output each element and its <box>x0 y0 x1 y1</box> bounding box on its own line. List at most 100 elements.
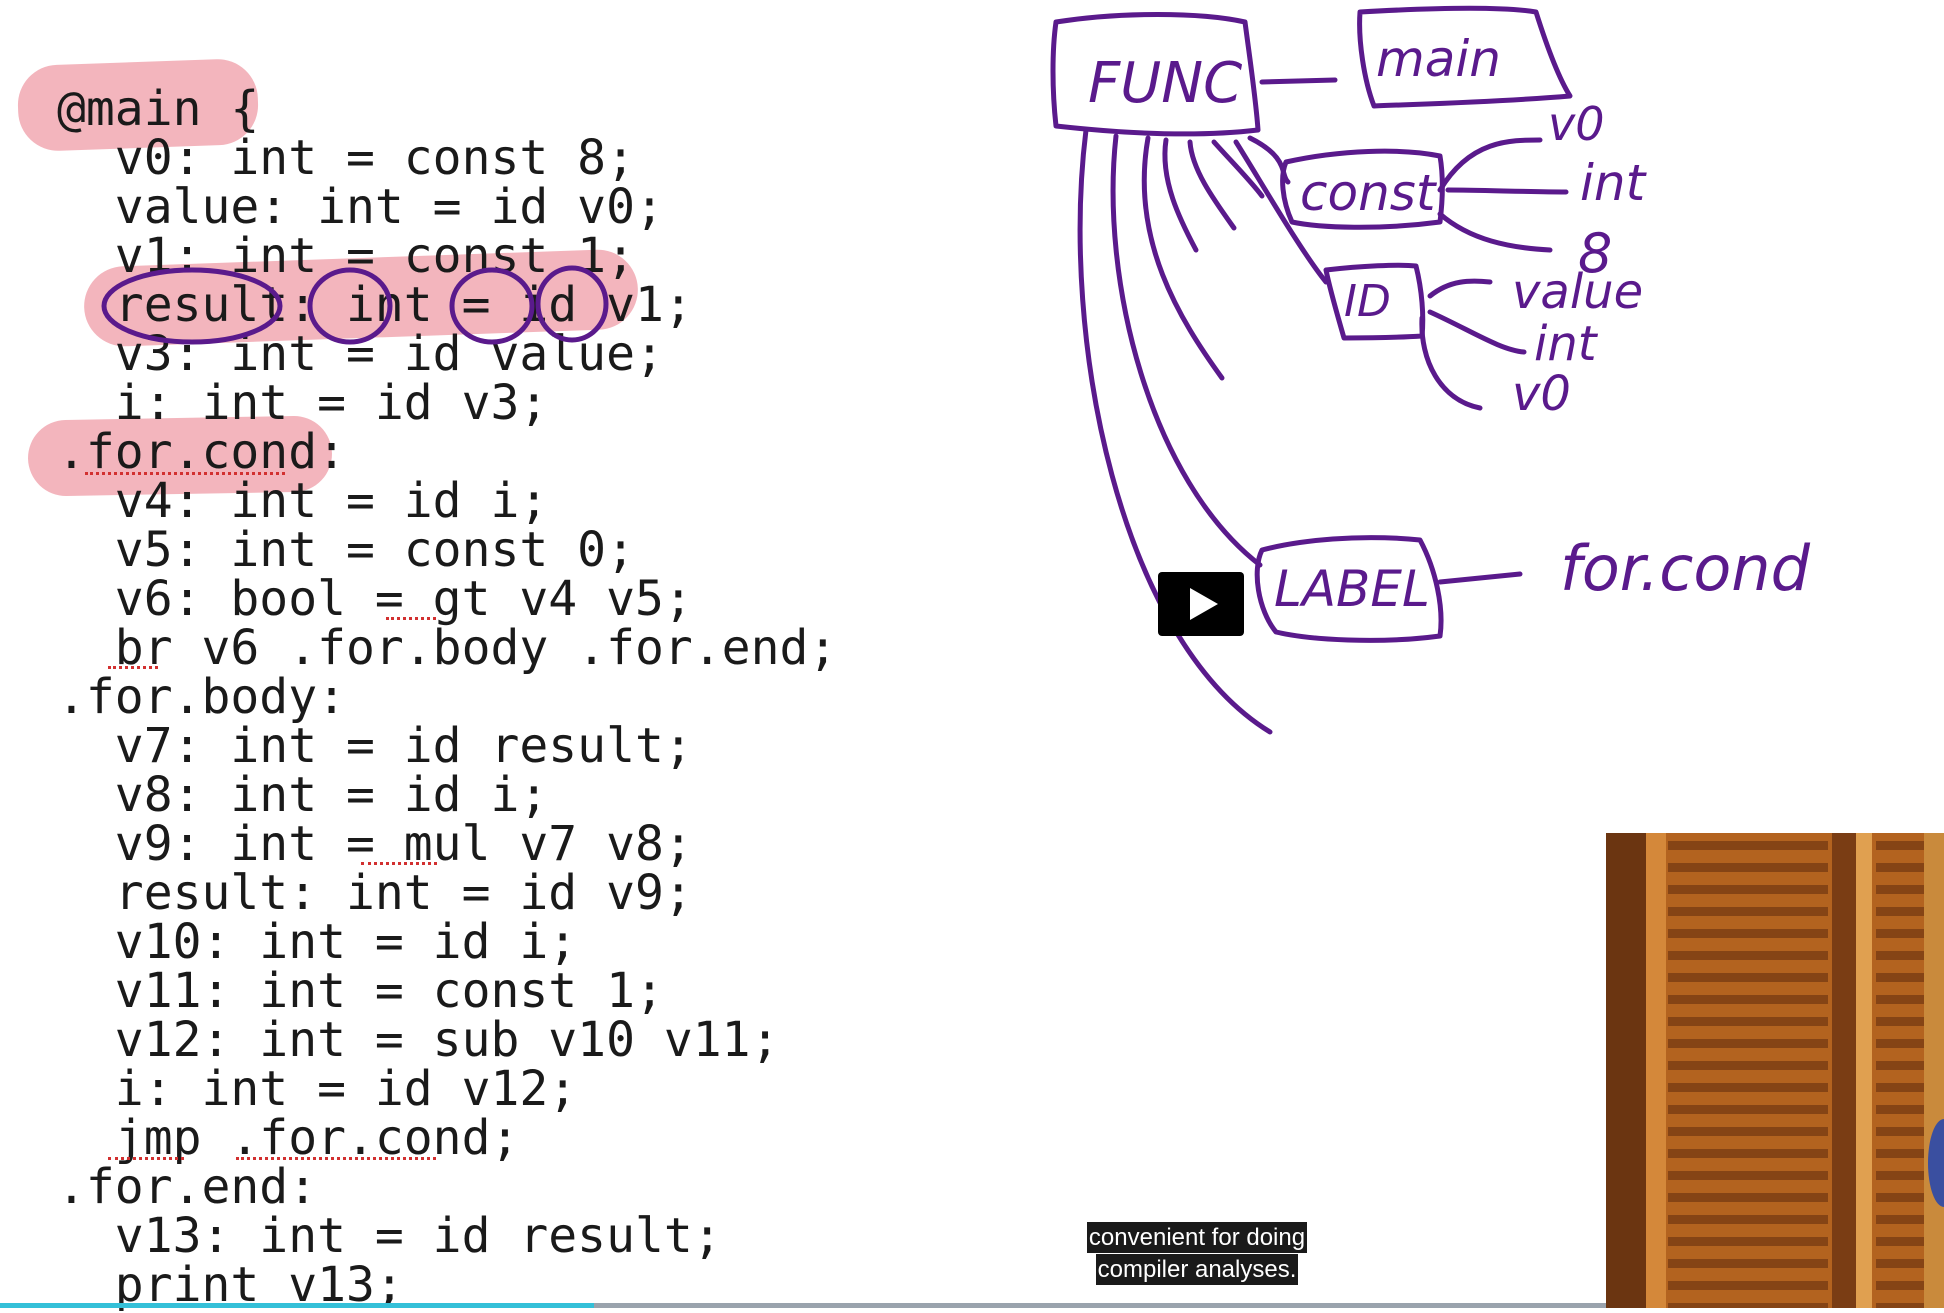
person-sleeve <box>1928 1119 1944 1207</box>
shutter-slat <box>1876 1281 1924 1290</box>
const-child: v0 <box>1548 97 1605 151</box>
code-line: v8: int = id i; <box>57 767 549 823</box>
code-line: v6: bool = gt v4 v5; <box>57 571 693 627</box>
ink-branch <box>1077 127 1273 735</box>
shutter-slat <box>1876 1105 1924 1114</box>
shutter-slat <box>1668 973 1828 982</box>
code-line: jmp .for.cond; <box>57 1110 520 1166</box>
webcam-scene <box>1606 833 1944 1308</box>
shutter-slats <box>1668 841 1924 1308</box>
id-label: ID <box>1344 276 1391 327</box>
code-line: v5: int = const 0; <box>57 522 635 578</box>
shutter-slat <box>1876 1083 1924 1092</box>
shutter-slat <box>1876 1259 1924 1268</box>
const-label: const <box>1300 164 1438 222</box>
ink-circle <box>101 267 283 345</box>
spellcheck-squiggle <box>108 1157 184 1160</box>
ink-circle <box>449 267 535 345</box>
shutter-slat <box>1876 1127 1924 1136</box>
shutter-slat <box>1668 1127 1828 1136</box>
code-line: v13: int = id result; <box>57 1208 722 1264</box>
play-icon <box>1190 588 1218 620</box>
spellcheck-squiggle <box>361 862 437 865</box>
code-line: v12: int = sub v10 v11; <box>57 1012 780 1068</box>
shutter-slat <box>1876 1237 1924 1246</box>
shutter-slat <box>1668 1083 1828 1092</box>
shutter-slat <box>1876 885 1924 894</box>
shutter-slat <box>1876 841 1924 850</box>
code-line: v0: int = const 8; <box>57 130 635 186</box>
ink-connector <box>1419 315 1483 411</box>
shutter-slat <box>1876 1171 1924 1180</box>
progress-bar[interactable] <box>0 1303 1606 1308</box>
code-line: value: int = id v0; <box>57 179 664 235</box>
id-child: v0 <box>1512 366 1571 422</box>
ink-connector <box>1247 135 1291 185</box>
shutter-slat <box>1876 973 1924 982</box>
caption-line: convenient for doing <box>1086 1222 1308 1253</box>
code-line: v7: int = id result; <box>57 718 693 774</box>
code-line: i: int = id v12; <box>57 1061 578 1117</box>
shutter-slat <box>1668 885 1828 894</box>
ink-connector <box>1427 309 1527 355</box>
shutter-slat <box>1668 1281 1828 1290</box>
progress-fill <box>0 1303 595 1308</box>
ink-connector <box>1445 187 1569 195</box>
func-label: FUNC <box>1088 51 1242 116</box>
shutter-slat <box>1668 951 1828 960</box>
code-line: i: int = id v3; <box>57 375 549 431</box>
code-line: v9: int = mul v7 v8; <box>57 816 693 872</box>
captions: convenient for doing compiler analyses. <box>1074 1222 1320 1286</box>
code-line: print v13; <box>57 1257 404 1313</box>
shutter-slat <box>1668 1039 1828 1048</box>
shutter-slat <box>1668 995 1828 1004</box>
shutter-slat <box>1876 1017 1924 1026</box>
code-line: v11: int = const 1; <box>57 963 664 1019</box>
ink-branch <box>1233 139 1329 285</box>
ink-connector <box>1259 77 1338 85</box>
code-line: .for.end: <box>57 1159 318 1215</box>
ink-branch <box>1187 139 1237 231</box>
id-child: value <box>1512 264 1643 320</box>
code-line: .for.body: <box>57 669 346 725</box>
ink-branch <box>1110 133 1263 568</box>
shutter-slat <box>1668 1303 1828 1308</box>
shutter-slat <box>1668 1193 1828 1202</box>
shutter-slat <box>1668 1215 1828 1224</box>
ink-branch <box>1141 135 1225 381</box>
main-box <box>1357 5 1573 109</box>
shutter-slat <box>1876 1303 1924 1308</box>
spellcheck-squiggle <box>85 472 285 475</box>
shutter-slat <box>1668 863 1828 872</box>
play-button[interactable] <box>1158 572 1244 636</box>
id-child: int <box>1534 316 1599 372</box>
shutter-slat <box>1876 929 1924 938</box>
code-line: .for.cond: <box>57 424 346 480</box>
shutter-slat <box>1668 1105 1828 1114</box>
webcam-inset <box>1606 833 1944 1308</box>
code-line: br v6 .for.body .for.end; <box>57 620 838 676</box>
shutter-slat <box>1876 1193 1924 1202</box>
shutter-slat <box>1668 1171 1828 1180</box>
ink-connector <box>1437 571 1523 585</box>
ink-branch <box>1162 137 1199 253</box>
const-child: int <box>1580 154 1648 212</box>
spellcheck-squiggle <box>108 666 158 669</box>
shutter-slat <box>1668 907 1828 916</box>
ink-circle <box>307 267 393 345</box>
ink-connector <box>1437 211 1553 253</box>
code-line: result: int = id v9; <box>57 865 693 921</box>
shutter-slat <box>1876 951 1924 960</box>
caption-line: compiler analyses. <box>1095 1254 1299 1285</box>
code-line: v4: int = id i; <box>57 473 549 529</box>
shutter-slat <box>1876 863 1924 872</box>
code-line: @main { <box>57 81 260 137</box>
ink-branch <box>1211 139 1265 199</box>
shutter-slat <box>1876 1039 1924 1048</box>
main-label: main <box>1376 30 1501 88</box>
ink-connector <box>1437 137 1543 193</box>
shutter-slat <box>1668 841 1828 850</box>
ink-circle <box>535 265 609 343</box>
